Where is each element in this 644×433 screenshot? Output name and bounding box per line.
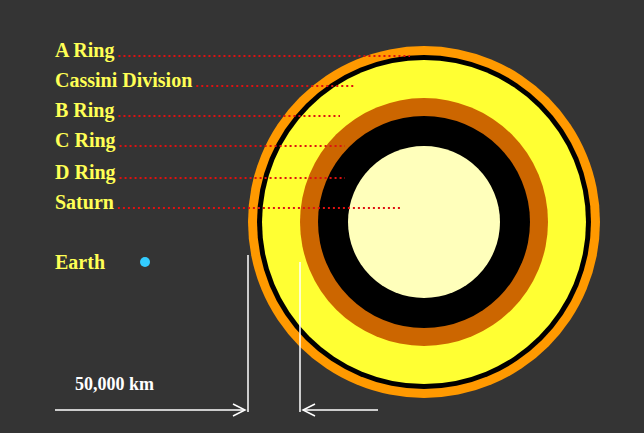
leader-line xyxy=(118,207,400,209)
c-ring xyxy=(300,98,548,346)
arrow-head xyxy=(303,404,315,416)
leader-line xyxy=(120,177,345,179)
ring-label: D Ring xyxy=(55,160,116,184)
scale-arrow xyxy=(55,409,244,411)
scale-tick xyxy=(299,262,301,412)
leader-line xyxy=(196,85,355,87)
leader-line xyxy=(120,145,345,147)
b-ring xyxy=(262,60,586,384)
cassini-division xyxy=(257,55,591,389)
a-ring xyxy=(248,46,600,398)
ring-label: C Ring xyxy=(55,128,116,152)
scale-tick xyxy=(247,255,249,412)
ring-label: A Ring xyxy=(55,38,114,62)
earth-label: Earth xyxy=(55,250,105,274)
scale-arrow xyxy=(304,409,378,411)
ring-label: B Ring xyxy=(55,98,114,122)
leader-line xyxy=(118,55,410,57)
saturn-planet xyxy=(348,146,500,298)
planet-label: Saturn xyxy=(55,190,114,214)
d-ring xyxy=(318,116,530,328)
arrow-head xyxy=(233,404,245,416)
leader-line xyxy=(118,115,340,117)
scale-label: 50,000 km xyxy=(75,372,154,396)
division-label: Cassini Division xyxy=(55,68,192,92)
earth-dot xyxy=(140,257,150,267)
